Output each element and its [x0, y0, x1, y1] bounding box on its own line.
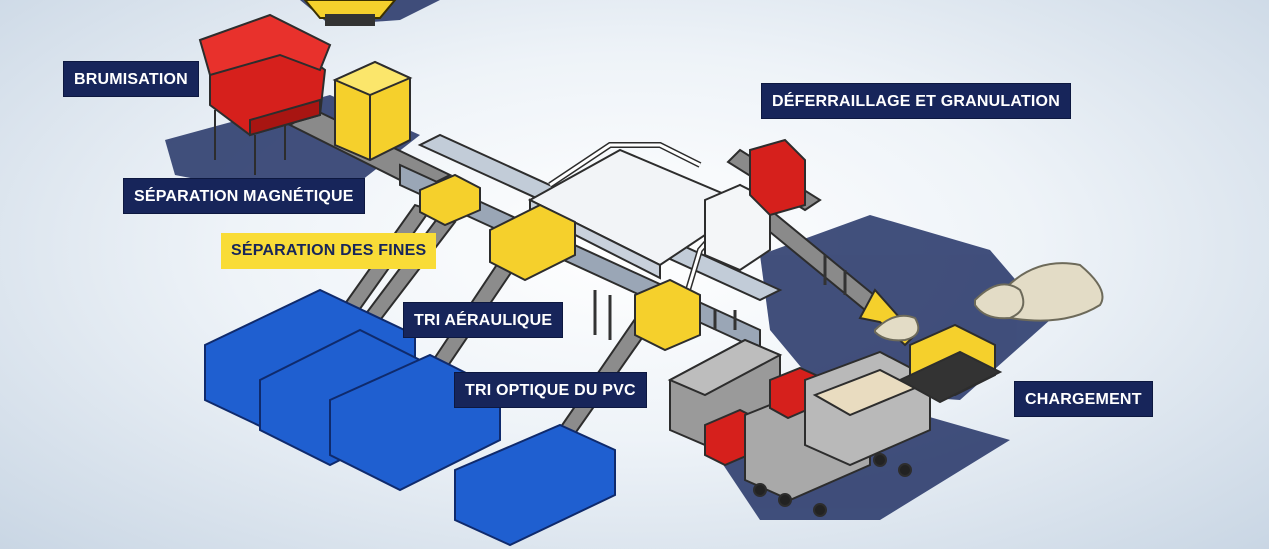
label-chargement: CHARGEMENT [1014, 381, 1153, 417]
top-loader-icon [303, 0, 397, 26]
label-tri-optique: TRI OPTIQUE DU PVC [454, 372, 647, 408]
red-hopper-icon [198, 13, 332, 175]
label-separation-magnetique: SÉPARATION MAGNÉTIQUE [123, 178, 365, 214]
label-tri-aeraulique: TRI AÉRAULIQUE [403, 302, 564, 338]
cyclone-unit-icon [704, 183, 771, 272]
label-deferraillage: DÉFERRAILLAGE ET GRANULATION [761, 83, 1071, 119]
red-shredder-icon [749, 138, 806, 217]
label-brumisation: BRUMISATION [63, 61, 199, 97]
processing-units [419, 173, 701, 352]
yellow-silo-icon [332, 60, 413, 162]
material-piles [874, 262, 1104, 342]
supports [593, 255, 847, 340]
label-separation-fines: SÉPARATION DES FINES [221, 233, 437, 269]
